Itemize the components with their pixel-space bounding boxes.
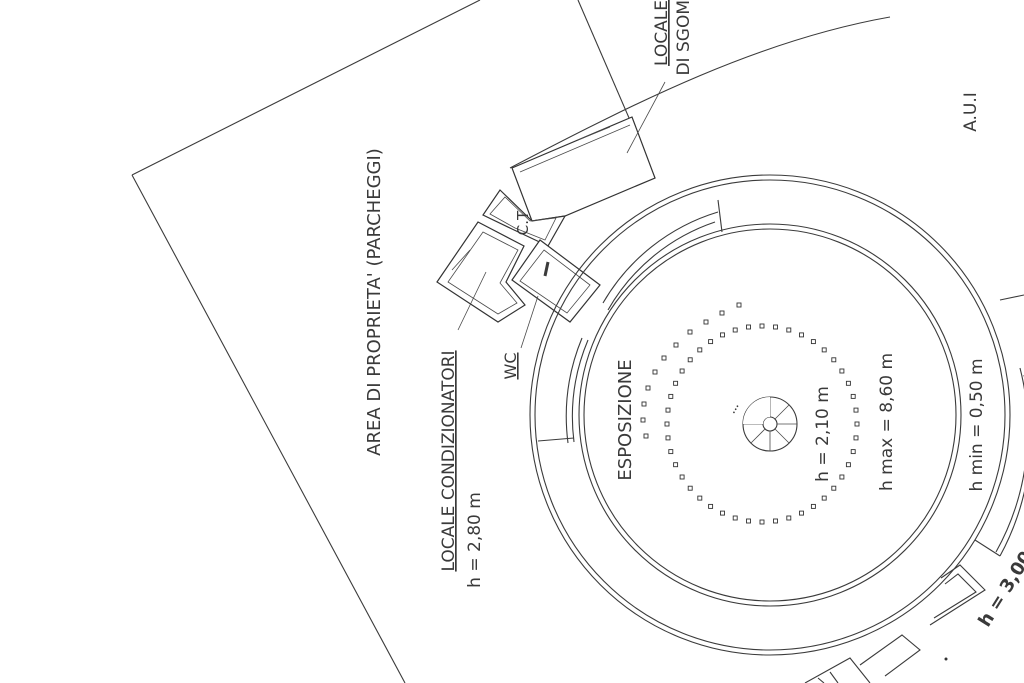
parking-area-outline — [131, 0, 656, 683]
storage-room — [511, 116, 656, 222]
max-height-label: h max = 8,60 m — [877, 353, 897, 491]
storage-label-line2: DI SGOM — [674, 0, 694, 76]
column-dot — [773, 518, 778, 524]
column-dot — [665, 435, 671, 441]
aui-label: A.U.I — [961, 92, 981, 132]
exhibition-hall — [529, 174, 1011, 656]
column-dot — [719, 310, 725, 316]
wc-label: WC — [501, 353, 520, 380]
parking-area-label: AREA DI PROPRIETA' (PARCHEGGI) — [364, 148, 385, 456]
column-dot — [799, 510, 804, 516]
column-dot — [759, 519, 765, 525]
conditioners-room — [436, 221, 526, 323]
ct-label: C.T — [514, 210, 532, 235]
column-dot — [850, 449, 856, 455]
column-dots-upper — [640, 302, 742, 439]
column-dot — [679, 474, 685, 480]
column-dot — [697, 347, 703, 353]
column-dot — [708, 503, 714, 509]
column-dot — [697, 495, 703, 501]
column-dot — [736, 302, 742, 308]
column-dot — [673, 342, 679, 348]
column-dot — [810, 339, 816, 345]
column-dot — [668, 393, 674, 399]
column-dot — [708, 339, 714, 345]
column-dot — [821, 347, 827, 353]
column-dot — [831, 357, 837, 363]
column-dot — [845, 462, 851, 468]
column-dot — [641, 401, 647, 407]
column-dot — [687, 329, 693, 335]
column-dot — [839, 368, 845, 374]
inner-partitions — [537, 199, 1024, 557]
column-dot — [732, 327, 738, 333]
column-dot — [720, 332, 725, 338]
column-dot — [645, 385, 651, 391]
column-dot — [668, 449, 674, 455]
center-height-label: h = 2,10 m — [813, 386, 833, 482]
column-dot — [773, 324, 778, 330]
outer-height-label: h = 3,00 m — [974, 526, 1024, 630]
wc-leader-line — [520, 295, 539, 349]
column-dot — [652, 369, 658, 375]
column-dot — [746, 518, 751, 524]
column-dot — [799, 332, 804, 338]
column-dot — [720, 510, 725, 516]
column-dot — [786, 515, 792, 521]
column-dot — [854, 421, 860, 427]
column-dot — [821, 495, 827, 501]
column-dot — [853, 435, 859, 441]
column-dot — [759, 323, 765, 329]
boundary-curve — [509, 16, 891, 169]
exhibition-label: ESPOSIZIONE — [615, 359, 636, 480]
min-height-label: h min = 0,50 m — [967, 358, 987, 491]
column-dot — [831, 485, 837, 491]
wc-room — [511, 239, 601, 323]
column-dot — [665, 407, 671, 413]
column-dot — [732, 515, 738, 521]
column-dot — [661, 355, 667, 361]
entrance-block — [804, 294, 1024, 683]
column-dot — [850, 393, 856, 399]
column-dot — [703, 319, 709, 325]
column-dot — [845, 380, 851, 386]
conditioners-height: h = 2,80 m — [465, 492, 485, 588]
column-dot — [786, 327, 792, 333]
column-dot — [746, 324, 751, 330]
conditioners-title: LOCALE CONDIZIONATORI — [439, 350, 459, 571]
column-dot — [640, 417, 646, 423]
conditioners-leader-line — [457, 271, 487, 331]
column-dot — [810, 503, 816, 509]
column-dot — [673, 380, 679, 386]
column-dot — [687, 485, 693, 491]
column-dot — [643, 433, 649, 439]
column-dot — [673, 462, 679, 468]
column-dot — [853, 407, 859, 413]
spiral-staircase — [742, 396, 798, 452]
column-dot — [664, 421, 670, 427]
bottom-marker-dot — [944, 657, 948, 661]
storage-leader-line — [626, 81, 666, 154]
column-dots — [664, 323, 860, 525]
column-dot — [687, 357, 693, 363]
column-dot — [679, 368, 685, 374]
stair-step-marker: ••• — [731, 403, 742, 416]
storage-label-line1: LOCALE — [652, 0, 672, 66]
column-dot — [839, 474, 845, 480]
